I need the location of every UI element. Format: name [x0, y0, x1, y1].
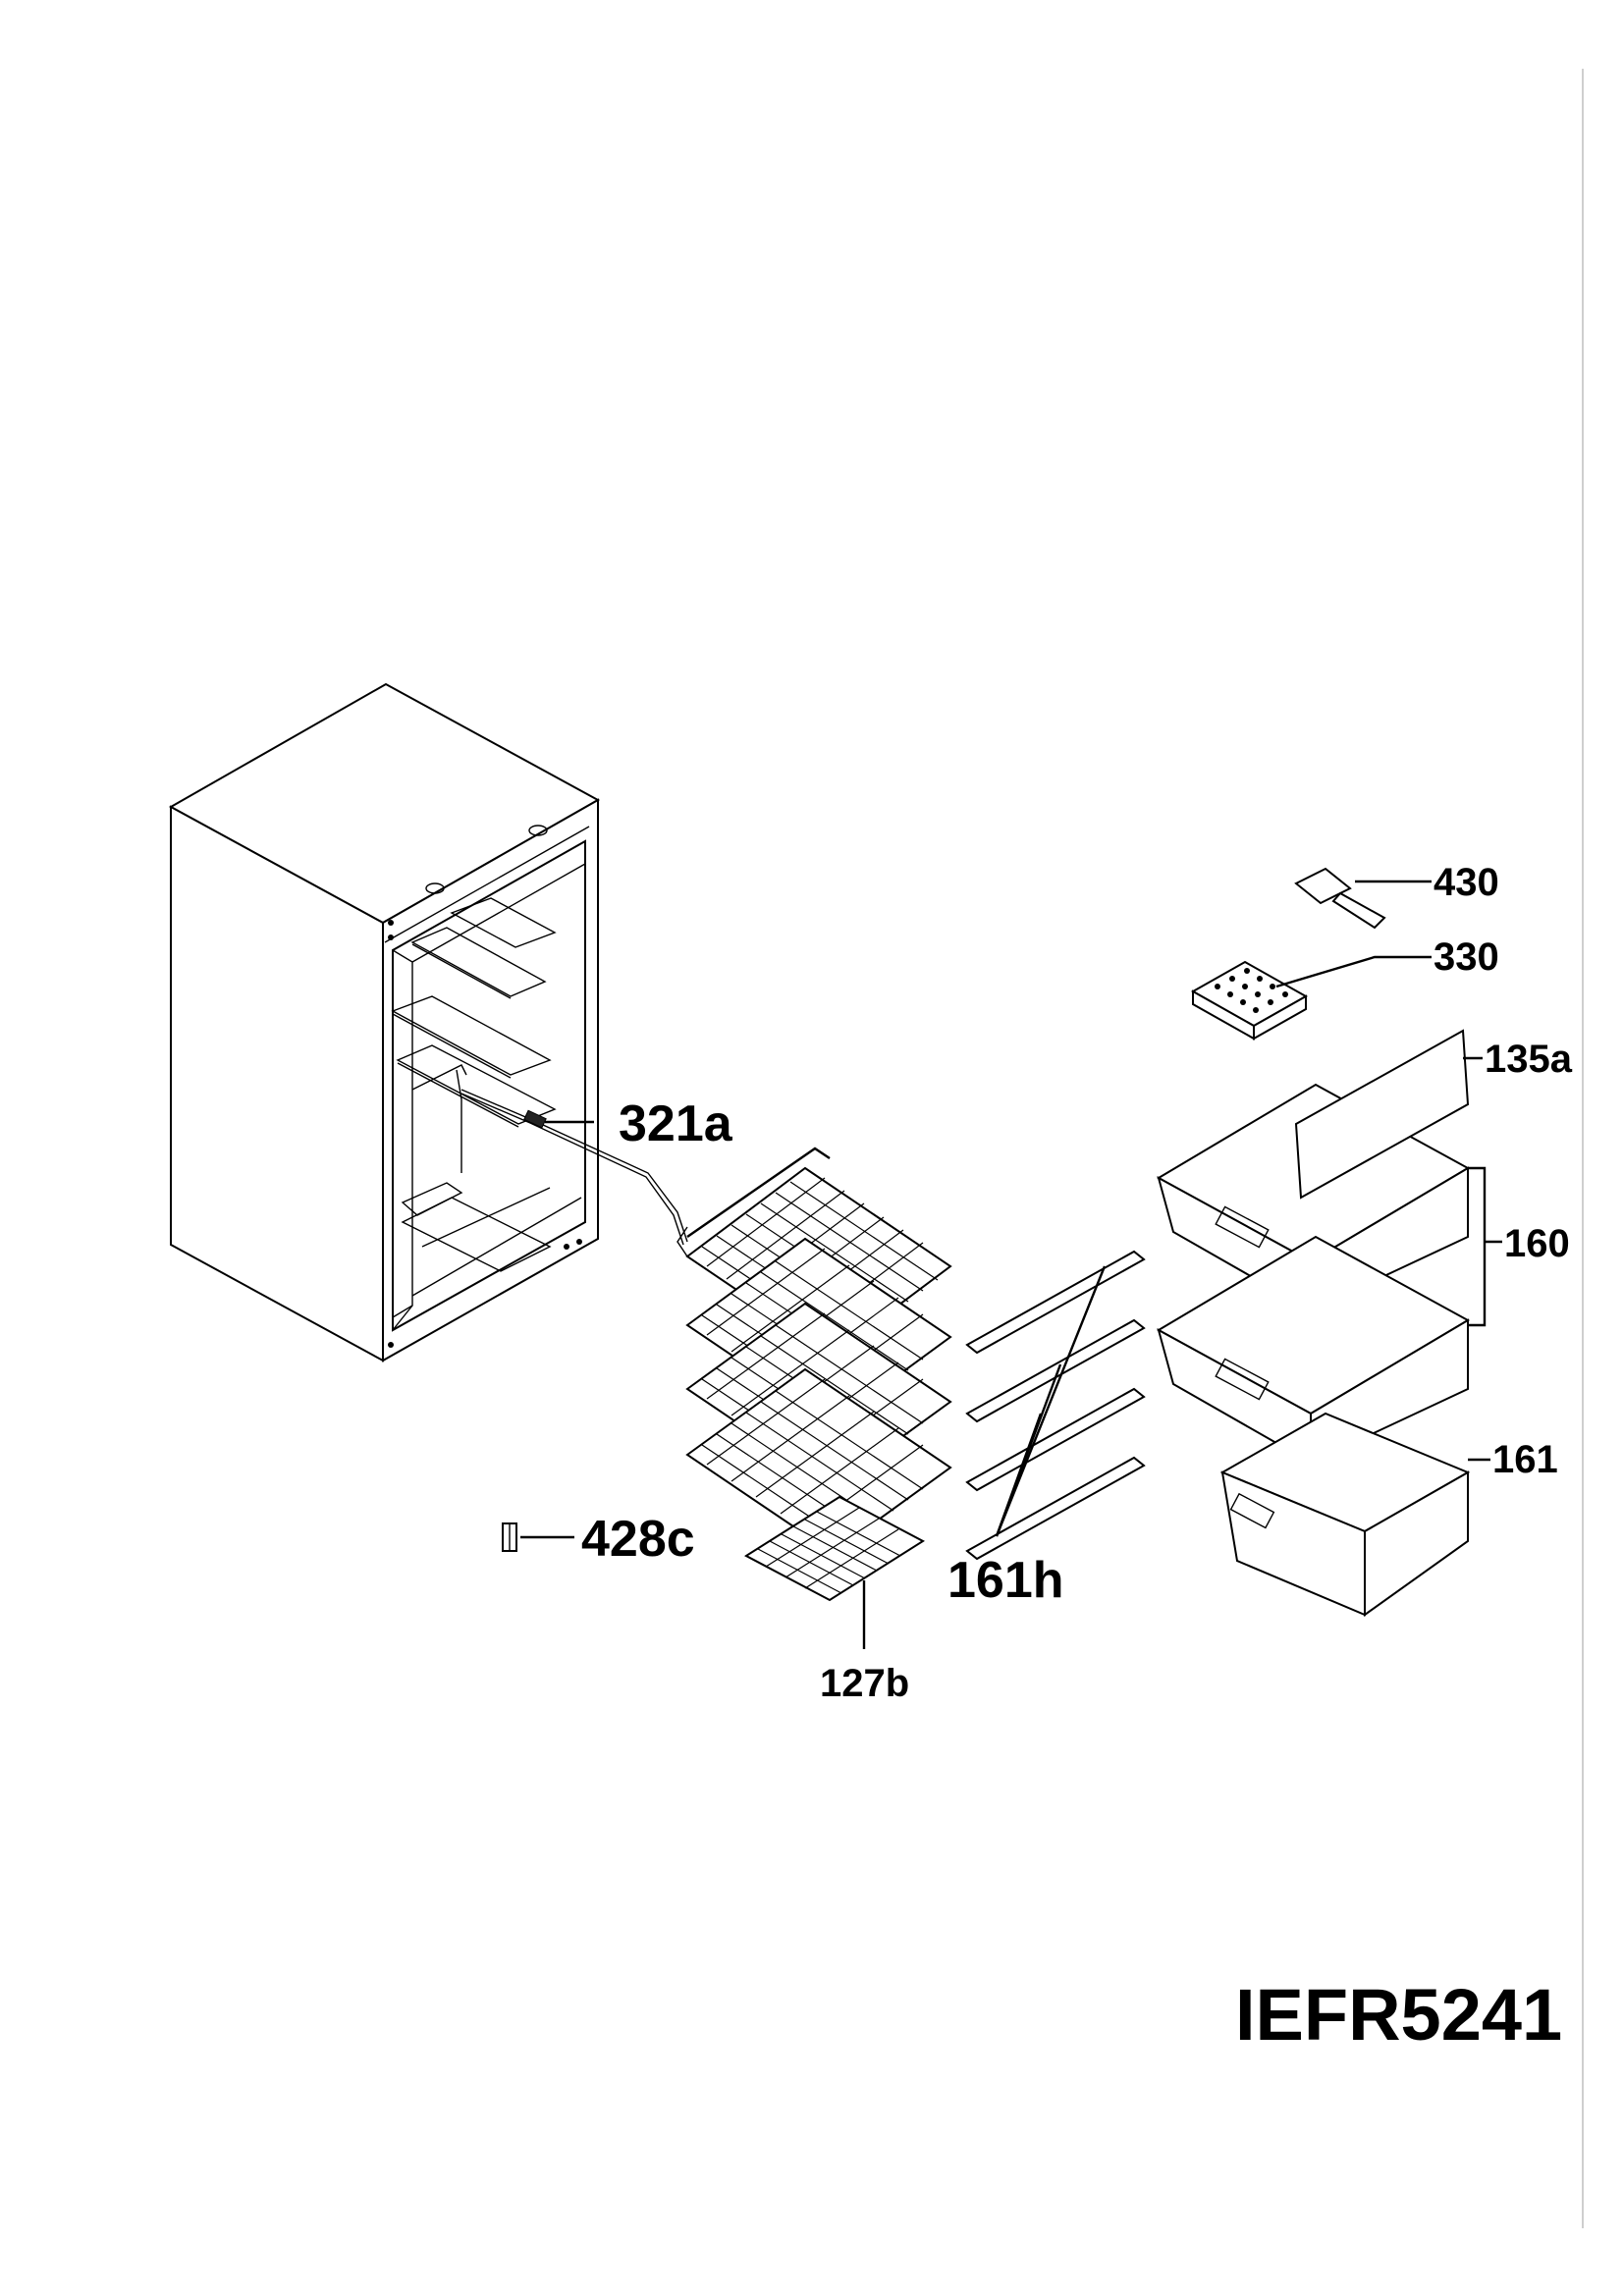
- drawer-bottom: [1219, 1412, 1471, 1617]
- model-number: IEFR5241: [1235, 1974, 1562, 2056]
- callout-330: 330: [1434, 935, 1499, 979]
- sensor-tube: [460, 1089, 688, 1246]
- cabinet: [168, 682, 601, 1362]
- callout-430: 430: [1434, 861, 1499, 904]
- ice-tray: [1190, 960, 1309, 1041]
- ice-scraper: [1294, 867, 1386, 930]
- callout-161: 161: [1492, 1438, 1558, 1481]
- shelf-rails: [965, 1250, 1146, 1561]
- drawer-cover: [1294, 1029, 1470, 1200]
- callout-428c: 428c: [581, 1511, 695, 1568]
- callout-160: 160: [1504, 1222, 1570, 1265]
- leader-lines: [520, 880, 1502, 1649]
- callout-321a: 321a: [619, 1095, 733, 1152]
- callout-135a: 135a: [1485, 1038, 1573, 1081]
- callout-161h: 161h: [947, 1552, 1064, 1609]
- evaporator-coils: [676, 1147, 952, 1602]
- lamp-part: [502, 1522, 517, 1552]
- callout-127b: 127b: [820, 1662, 909, 1705]
